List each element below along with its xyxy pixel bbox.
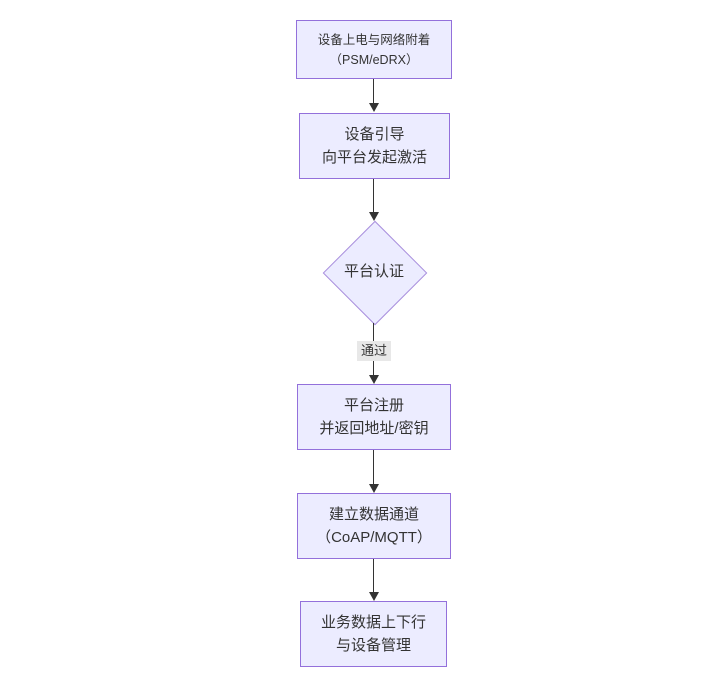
flow-node-data-channel: 建立数据通道 （CoAP/MQTT） [297,493,451,559]
arrowhead-down-icon [369,212,379,221]
node-label-line: 设备上电与网络附着 [317,32,431,47]
node-label-line: 设备引导 [344,126,405,143]
node-label-line: 向平台发起激活 [321,149,427,166]
flow-node-service: 业务数据上下行 与设备管理 [300,601,447,667]
arrowhead-down-icon [369,484,379,493]
edge-line [373,79,374,104]
flow-node-bootstrap: 设备引导 向平台发起激活 [299,113,450,179]
node-label-line: （PSM/eDRX） [329,52,419,67]
node-label-line: 平台注册 [343,397,404,414]
edge-label-pass: 通过 [357,341,392,361]
edge-line [373,450,374,485]
arrowhead-down-icon [369,103,379,112]
node-label-line: 业务数据上下行 [320,614,426,631]
node-label-line: 并返回地址/密钥 [319,420,429,437]
arrowhead-down-icon [369,592,379,601]
edge-line [373,559,374,593]
node-label-line: 建立数据通道 [328,506,419,523]
flow-node-register: 平台注册 并返回地址/密钥 [297,384,451,450]
node-label-line: 与设备管理 [335,637,411,654]
flow-node-power-attach: 设备上电与网络附着 （PSM/eDRX） [296,20,452,79]
node-label-line: （CoAP/MQTT） [316,529,432,546]
node-label-line: 平台认证 [343,263,404,280]
edge-line [373,179,374,213]
arrowhead-down-icon [369,375,379,384]
